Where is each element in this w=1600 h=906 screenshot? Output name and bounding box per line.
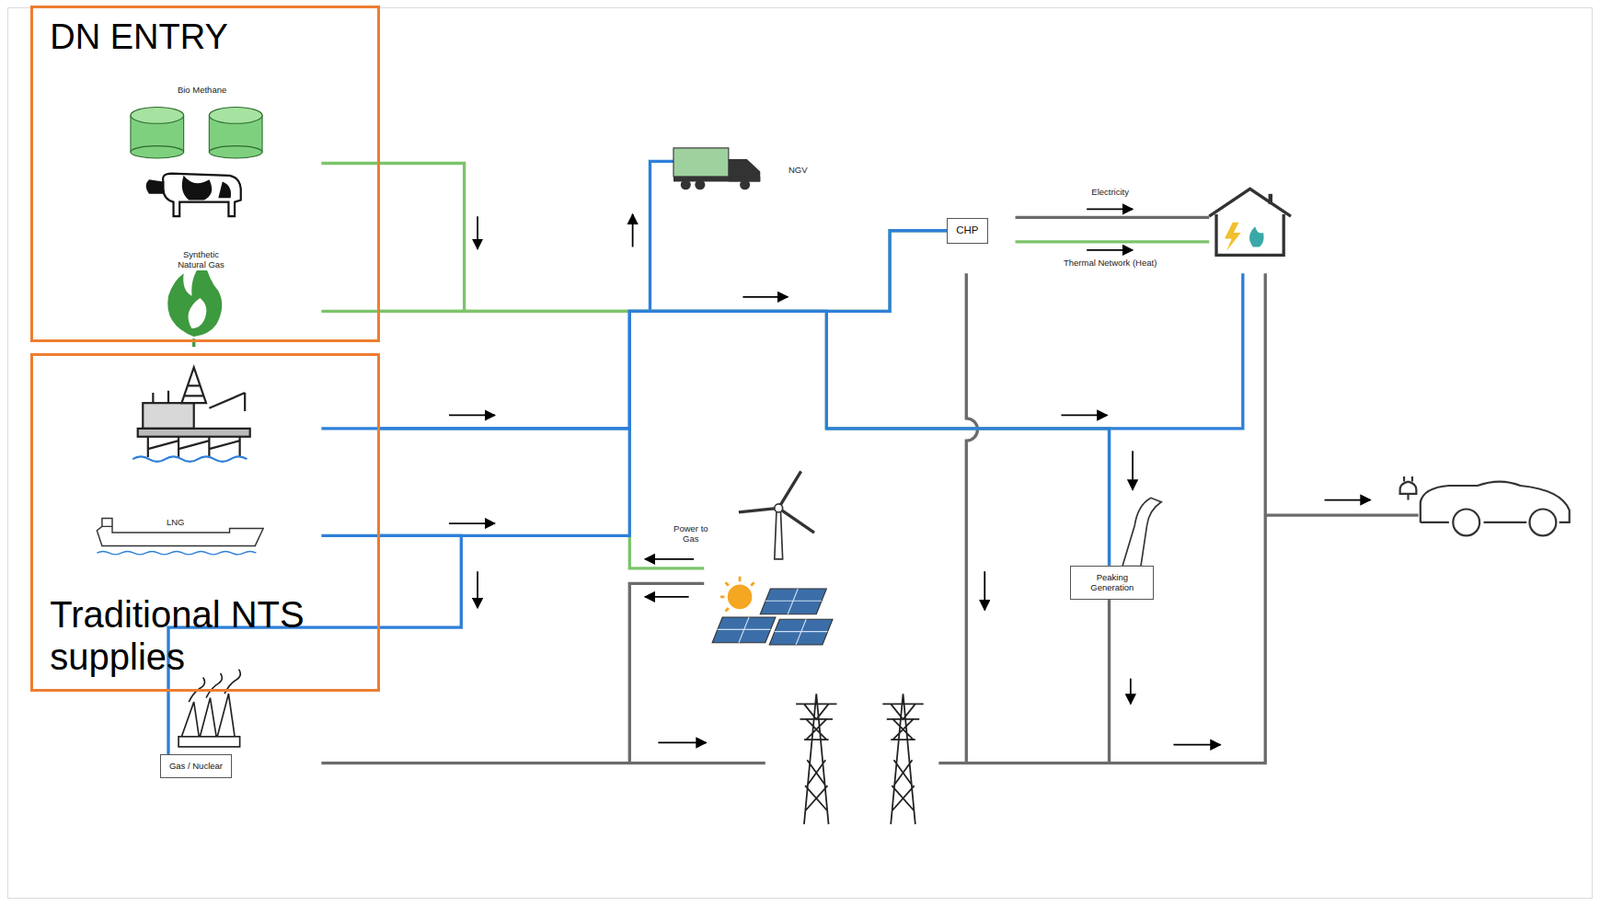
box-label: Gas / Nuclear (169, 760, 223, 772)
power-station-icon (178, 669, 241, 748)
gas-pipe-connector (379, 310, 1110, 566)
cow-icon (146, 173, 242, 218)
gas-pipe-connector (379, 230, 948, 312)
chp-box: CHP (946, 218, 988, 244)
solar-panels (712, 576, 833, 645)
power-lines (321, 217, 1418, 763)
flow-arrows (448, 208, 1370, 745)
line-label: Thermal Network (Heat) (1062, 258, 1158, 269)
region-title: DN ENTRY (49, 17, 229, 58)
line-label: Power to Gas (665, 524, 716, 545)
icon-label: Synthetic Natural Gas (171, 250, 231, 271)
gas-pipe-connector (379, 230, 948, 429)
dn-entry-region: DN ENTRY (30, 5, 380, 343)
icon-label: NGV (787, 165, 809, 176)
house-icon (1208, 188, 1291, 255)
peaking-stack (1122, 497, 1162, 566)
box-label: CHP (955, 224, 979, 238)
oil-platform (132, 367, 251, 462)
icon-label: Bio Methane (176, 85, 228, 96)
nts-supply-region: Traditional NTS supplies (30, 353, 380, 692)
biogas-tanks (130, 107, 263, 159)
gas-nuclear-box: Gas / Nuclear (160, 754, 232, 778)
electric-car (1400, 476, 1570, 536)
ngv-truck (673, 148, 760, 190)
gas-pipes (321, 161, 1243, 569)
peaking-box: Peaking Generation (1070, 565, 1154, 600)
wind-turbine (738, 471, 815, 559)
box-label: Peaking Generation (1079, 572, 1145, 594)
lng-ship (96, 517, 264, 554)
gas-pipe-connector (168, 535, 461, 755)
region-title: Traditional NTS supplies (49, 593, 366, 679)
line-label: Electricity (1090, 187, 1130, 198)
synthetic-gas-icon (167, 260, 222, 347)
gas-pipe-connector (379, 310, 1110, 566)
pylons (795, 693, 924, 825)
icon-label: LNG (165, 517, 186, 529)
